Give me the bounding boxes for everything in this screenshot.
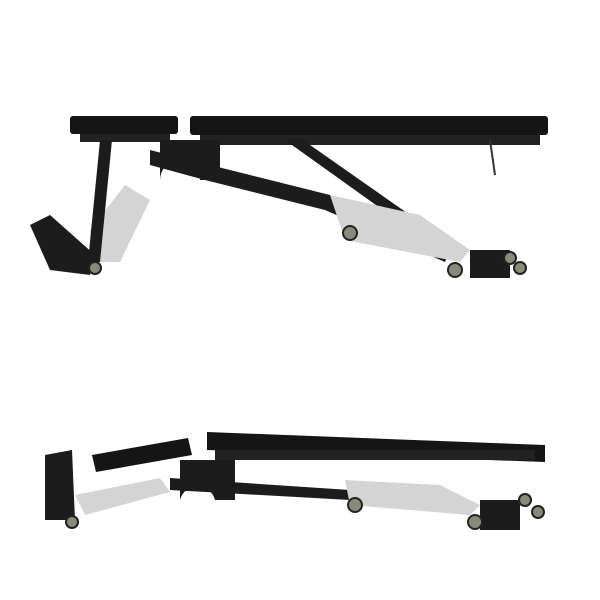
main-beam (170, 478, 470, 515)
back-rail (200, 135, 540, 145)
back-rail (215, 450, 535, 460)
back-pad (190, 116, 548, 135)
front-ratchet-plate (75, 478, 170, 515)
front-leg (88, 140, 112, 262)
rear-ratchet-plate (345, 480, 480, 515)
wheel-icon (347, 497, 363, 513)
hinge-block (160, 140, 220, 180)
bench-flat (30, 116, 548, 278)
wheel-icon (467, 514, 483, 530)
main-beam (150, 150, 450, 262)
wheels (88, 225, 527, 278)
wheel-icon (88, 261, 102, 275)
seat-rail (80, 134, 170, 142)
front-ratchet-plate (90, 185, 150, 262)
seat-pad (92, 438, 192, 472)
wheel-icon (447, 262, 463, 278)
hinge-block (180, 460, 235, 500)
wheels (65, 493, 545, 530)
bench-decline (45, 432, 545, 530)
wheel-icon (342, 225, 358, 241)
wheel-icon (65, 515, 79, 529)
seat-pad (70, 116, 178, 134)
rear-ratchet-plate (330, 195, 470, 262)
wheel-icon (513, 261, 527, 275)
rear-foot (480, 500, 520, 530)
front-leg (45, 450, 75, 520)
wheel-icon (518, 493, 532, 507)
wheel-icon (531, 505, 545, 519)
wheel-icon (503, 251, 517, 265)
adjust-pin (489, 139, 496, 176)
rear-foot (470, 250, 510, 278)
front-foot (30, 215, 95, 275)
